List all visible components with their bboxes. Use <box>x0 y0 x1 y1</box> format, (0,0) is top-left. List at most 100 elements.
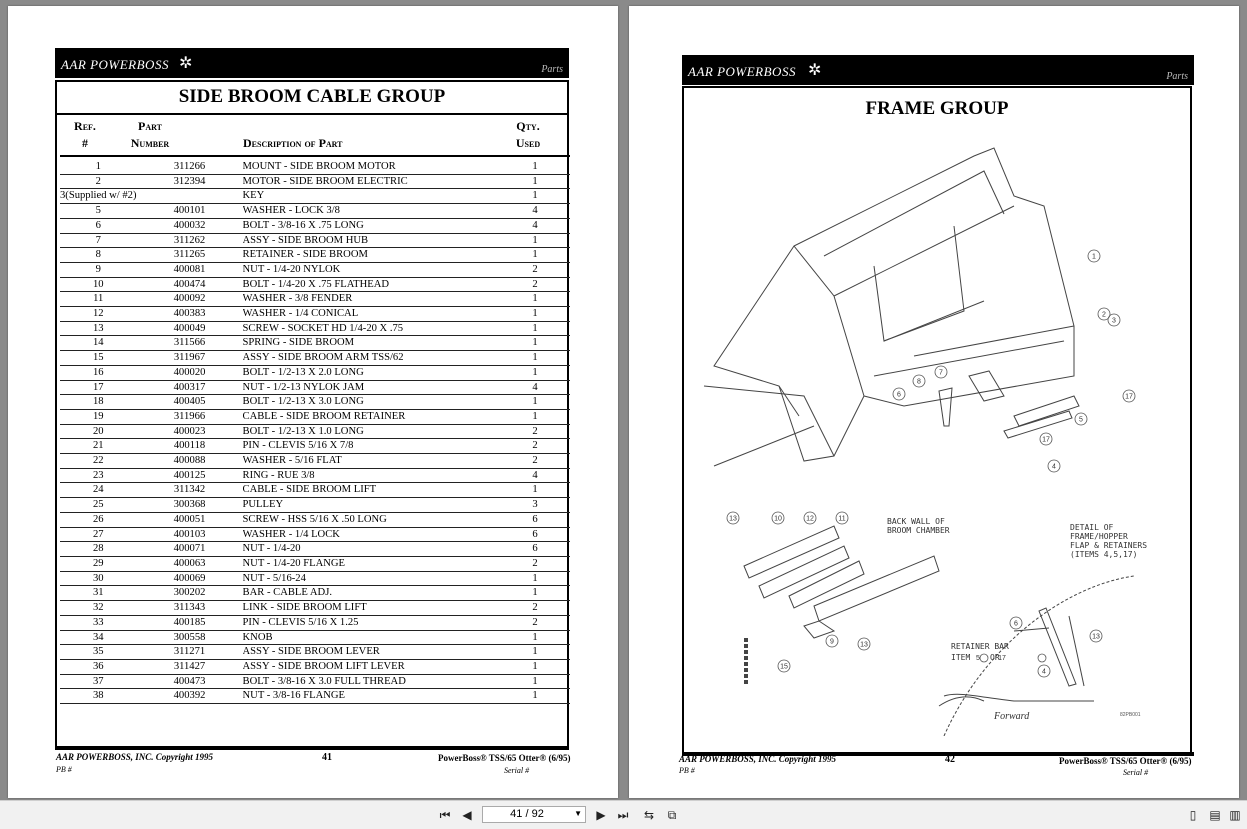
cell-part: 400383 <box>136 306 243 322</box>
cell-part: 400118 <box>136 438 243 455</box>
cell-ref: 8 <box>60 247 137 263</box>
cell-part: 311271 <box>136 644 243 660</box>
cell-desc: PIN - CLEVIS 5/16 X 7/8 <box>242 438 500 455</box>
cell-desc: LINK - SIDE BROOM LIFT <box>242 600 500 616</box>
cell-ref: 10 <box>60 277 137 293</box>
cell-desc: PULLEY <box>242 497 500 513</box>
back-wall-label-2: BROOM CHAMBER <box>887 526 950 535</box>
cell-qty: 6 <box>500 541 570 557</box>
two-page-view-icon[interactable]: ▥ <box>1229 808 1241 822</box>
cell-qty: 1 <box>500 585 570 602</box>
cell-desc: WASHER - 3/8 FENDER <box>242 291 500 308</box>
cell-part: 400063 <box>136 556 243 572</box>
callout-number: 5 <box>1079 417 1083 424</box>
cell-ref: 25 <box>60 497 137 513</box>
cell-part: 400069 <box>136 571 243 587</box>
callout-number: 17 <box>1042 437 1050 444</box>
drawing-number: 82PB001 <box>1120 712 1141 718</box>
single-page-view-icon[interactable]: ▯ <box>1189 808 1197 822</box>
cell-part: 400020 <box>136 365 243 381</box>
cell-desc: NUT - 1/4-20 NYLOK <box>242 262 500 278</box>
cell-ref: 37 <box>60 674 137 690</box>
page-number: 41 <box>322 752 332 763</box>
cell-desc: NUT - 5/16-24 <box>242 571 500 587</box>
cell-qty: 1 <box>500 306 570 322</box>
cell-qty: 2 <box>500 615 570 631</box>
cell-qty: 1 <box>500 335 570 352</box>
cell-qty: 1 <box>500 644 570 660</box>
footer-serial: Serial # <box>504 766 530 775</box>
col-header-qty: Qty.Used <box>515 119 541 150</box>
last-page-icon[interactable]: ⏭ <box>617 808 629 822</box>
callout-number: 4 <box>1052 464 1056 471</box>
page-header-bar: AAR POWERBOSS ✲ Parts <box>682 55 1194 85</box>
cell-part: 400071 <box>136 541 243 557</box>
cell-part: 400051 <box>136 512 243 528</box>
previous-page-icon[interactable]: ◀ <box>462 808 472 822</box>
cell-desc: KEY <box>242 188 500 205</box>
cell-ref: 31 <box>60 585 137 602</box>
first-page-icon[interactable]: ⏮ <box>439 808 451 822</box>
cell-part: 311265 <box>136 247 243 263</box>
cell-desc: SCREW - HSS 5/16 X .50 LONG <box>242 512 500 528</box>
cell-part: 300368 <box>136 497 243 513</box>
cell-part: 400473 <box>136 674 243 690</box>
cell-qty: 1 <box>500 365 570 381</box>
cell-qty: 4 <box>500 203 570 219</box>
cell-qty: 6 <box>500 512 570 528</box>
cell-part: 311427 <box>136 659 243 675</box>
retainer-item-label: ITEM <box>951 653 970 662</box>
cell-part: 400101 <box>136 203 243 219</box>
next-page-icon[interactable]: ▶ <box>596 808 606 822</box>
cell-desc: NUT - 3/8-16 FLANGE <box>242 688 500 705</box>
cell-qty: 4 <box>500 218 570 234</box>
cell-qty: 1 <box>500 291 570 308</box>
page-title: FRAME GROUP <box>865 98 1009 119</box>
page-number-select[interactable]: 41 / 92 ▼ <box>482 806 586 823</box>
cell-ref: 7 <box>60 233 137 249</box>
cell-part: 400032 <box>136 218 243 234</box>
callout-number: 13 <box>860 642 868 649</box>
go-forward-icon[interactable]: ⧉ <box>667 808 677 822</box>
cell-desc: BOLT - 3/8-16 X .75 LONG <box>242 218 500 234</box>
cell-desc: ASSY - SIDE BROOM HUB <box>242 233 500 249</box>
cell-part: 311266 <box>136 160 243 175</box>
callout-number: 6 <box>1014 621 1018 628</box>
cell-ref: 5 <box>60 203 137 219</box>
cell-desc: BOLT - 1/4-20 X .75 FLATHEAD <box>242 277 500 293</box>
parts-label: Parts <box>541 64 563 75</box>
go-back-icon[interactable]: ⇆ <box>643 808 655 822</box>
cell-qty: 1 <box>500 350 570 366</box>
detail-label-4: (ITEMS 4,5,17) <box>1070 550 1137 559</box>
back-wall-label: BACK WALL OF <box>887 517 945 526</box>
detail-label-3: FLAP & RETAINERS <box>1070 541 1147 550</box>
footer-pb: PB # <box>56 765 72 774</box>
cell-ref: 17 <box>60 380 137 396</box>
cell-part: 400125 <box>136 468 243 484</box>
cell-desc: ASSY - SIDE BROOM LIFT LEVER <box>242 659 500 675</box>
continuous-view-icon[interactable]: ▤ <box>1209 808 1221 822</box>
cell-desc: PIN - CLEVIS 5/16 X 1.25 <box>242 615 500 631</box>
cell-ref: 3(Supplied w/ #2) <box>60 188 137 205</box>
cell-qty: 2 <box>500 600 570 616</box>
cell-desc: ASSY - SIDE BROOM ARM TSS/62 <box>242 350 500 366</box>
cell-part: 311262 <box>136 233 243 249</box>
cell-desc: ASSY - SIDE BROOM LEVER <box>242 644 500 660</box>
